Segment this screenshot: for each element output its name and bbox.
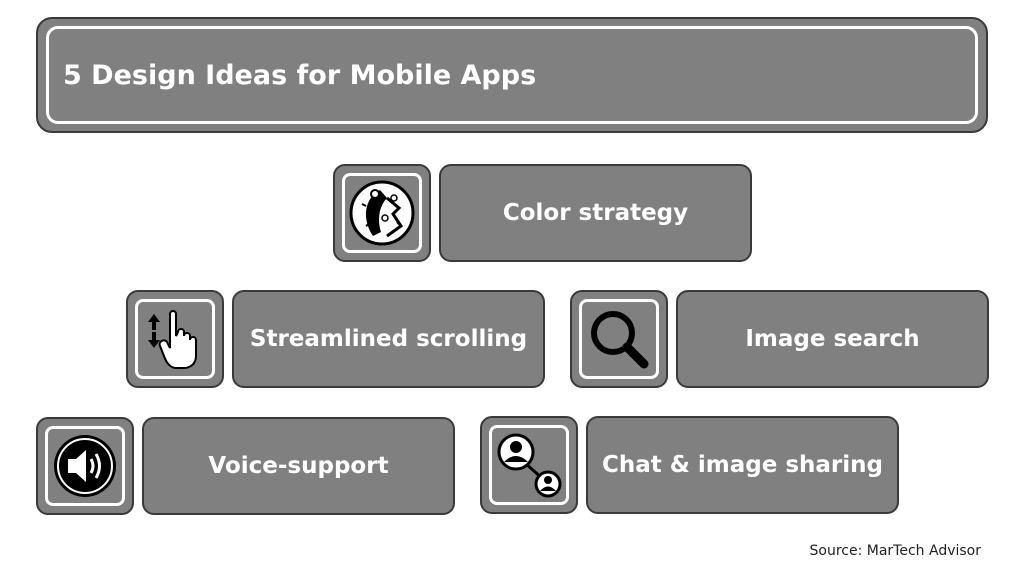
magnifier-icon: [591, 311, 649, 369]
voice-support-icon-tile: [36, 417, 134, 515]
image-search-label-box: Image search: [676, 290, 989, 388]
title-inner-frame: 5 Design Ideas for Mobile Apps: [46, 26, 978, 124]
voice-support-label-box: Voice-support: [142, 417, 455, 515]
scrolling-label-box: Streamlined scrolling: [232, 290, 545, 388]
chat-users-icon: [497, 433, 562, 498]
idea-label-color-strategy: Color strategy: [502, 200, 689, 226]
color-strategy-icon-tile: [333, 164, 431, 262]
chat-sharing-icon-tile: [480, 416, 578, 514]
idea-label-image-search: Image search: [745, 326, 920, 352]
idea-label-voice-support: Voice-support: [208, 453, 389, 479]
chat-sharing-label-box: Chat & image sharing: [586, 416, 899, 514]
idea-label-chat-image-sharing: Chat & image sharing: [602, 452, 883, 478]
scrolling-icon-tile: [126, 290, 224, 388]
color-wheel-icon: [349, 180, 415, 246]
idea-label-streamlined-scrolling: Streamlined scrolling: [249, 326, 528, 352]
page-title: 5 Design Ideas for Mobile Apps: [63, 59, 537, 91]
source-note: Source: MarTech Advisor: [809, 543, 981, 559]
title-banner: 5 Design Ideas for Mobile Apps: [36, 17, 988, 133]
image-search-icon-tile: [570, 290, 668, 388]
scroll-finger-icon: [148, 310, 197, 369]
color-strategy-label-box: Color strategy: [439, 164, 752, 262]
speaker-icon: [54, 435, 116, 497]
